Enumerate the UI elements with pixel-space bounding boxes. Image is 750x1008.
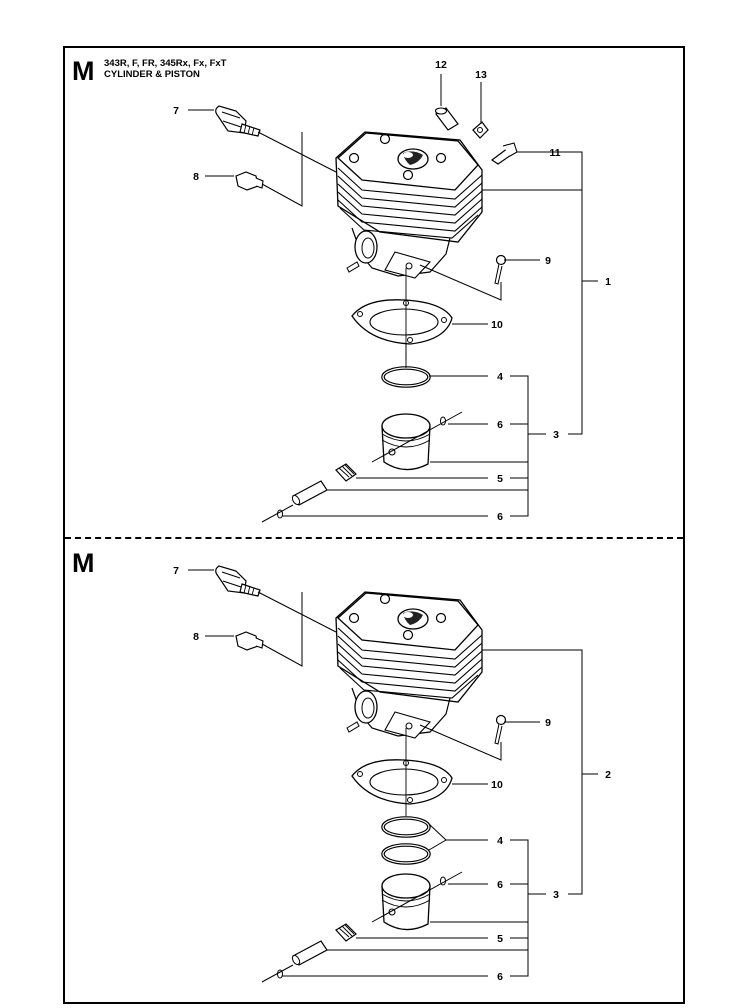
piston-ring-upper-part <box>381 816 431 838</box>
section-2-callouts: 7 8 9 2 10 4 6 3 5 6 <box>173 565 611 983</box>
screw-part <box>494 714 507 745</box>
callout-9: 9 <box>545 255 551 267</box>
piston-part <box>371 411 463 471</box>
callout-1: 1 <box>605 276 611 288</box>
callout-6: 6 <box>497 879 503 891</box>
section-1-title-name: CYLINDER & PISTON <box>104 69 200 80</box>
section-2-letter: M <box>72 548 95 578</box>
washer-part <box>472 121 489 139</box>
piston-ring-lower-part <box>381 843 431 865</box>
needle-bearing-part <box>335 923 357 942</box>
callout-5: 5 <box>497 933 503 945</box>
callout-7: 7 <box>173 565 179 577</box>
section-2-drawing <box>188 565 598 983</box>
circlip-part <box>440 416 446 426</box>
callout-13: 13 <box>475 69 487 81</box>
callout-8: 8 <box>193 631 199 643</box>
plug-part <box>235 171 264 191</box>
gasket-part <box>351 759 453 805</box>
callout-6b: 6 <box>497 511 503 523</box>
section-1-title: 343R, F, FR, 345Rx, Fx, FxT CYLINDER & P… <box>104 58 227 80</box>
section-1-title-models: 343R, F, FR, 345Rx, Fx, FxT <box>104 58 227 69</box>
callout-9: 9 <box>545 717 551 729</box>
callout-12: 12 <box>435 59 447 71</box>
callout-11: 11 <box>549 147 560 159</box>
callout-5: 5 <box>497 473 503 485</box>
screw-part <box>494 254 507 285</box>
callout-4: 4 <box>497 835 503 847</box>
cylinder-part <box>335 131 483 279</box>
callout-7: 7 <box>173 105 179 117</box>
callout-3: 3 <box>553 889 559 901</box>
decompression-valve-part <box>215 105 261 137</box>
plug-part <box>235 631 264 651</box>
circlip-part <box>440 876 446 886</box>
callout-6b: 6 <box>497 971 503 983</box>
section-1-drawing <box>188 74 598 523</box>
section-1-callouts: 12 13 7 11 8 9 1 10 4 6 3 5 6 <box>173 59 611 523</box>
callout-10: 10 <box>491 319 503 331</box>
cylinder-part <box>335 591 483 739</box>
section-1-letter: M <box>72 56 95 86</box>
callout-6: 6 <box>497 419 503 431</box>
gasket-part <box>351 299 453 345</box>
needle-bearing-part <box>335 463 357 482</box>
section-divider <box>65 537 683 539</box>
piston-part <box>371 871 463 931</box>
diagram-frame <box>63 46 685 1004</box>
piston-ring-part <box>381 366 431 388</box>
callout-4: 4 <box>497 371 503 383</box>
callout-8: 8 <box>193 171 199 183</box>
callout-2: 2 <box>605 769 611 781</box>
callout-10: 10 <box>491 779 503 791</box>
callout-3: 3 <box>553 429 559 441</box>
decompression-valve-part <box>215 565 261 597</box>
